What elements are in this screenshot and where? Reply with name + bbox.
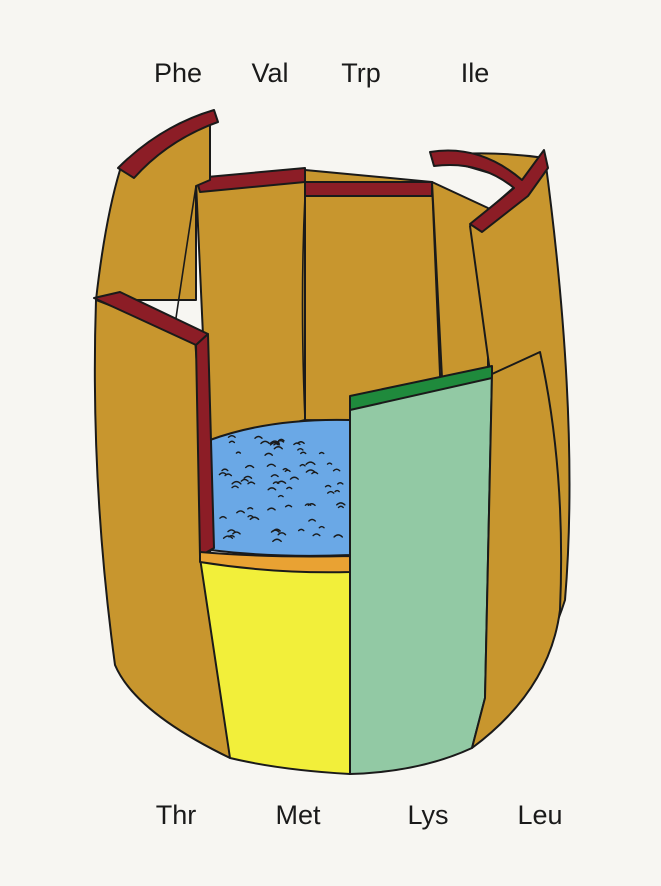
stave-val <box>196 170 305 445</box>
rim-trp <box>305 182 432 196</box>
stave-lys <box>350 374 492 774</box>
